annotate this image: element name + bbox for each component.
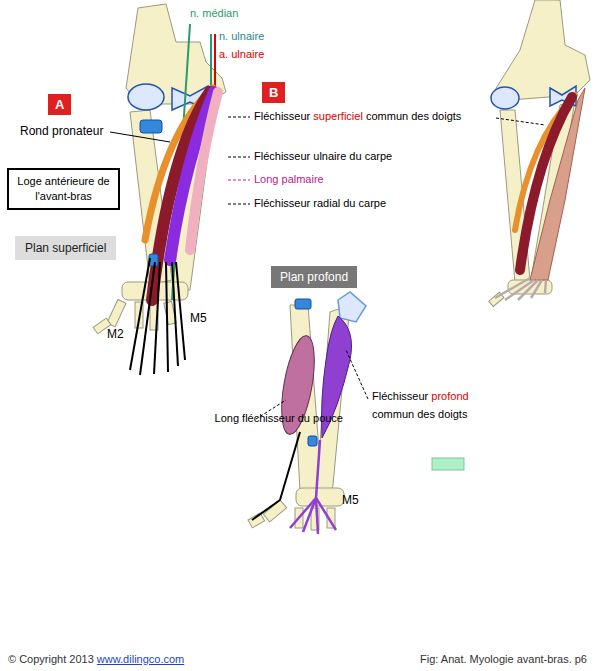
region-box: Loge antérieure de l'avant-bras: [7, 168, 120, 210]
plane-band: Plan superficiel: [15, 236, 116, 260]
muscle-label: Fléchisseur: [372, 390, 428, 402]
muscle-label: Fléchisseur: [254, 110, 310, 122]
label-line: Fléchisseur radial du carpe: [254, 197, 386, 209]
nerve-label: n. ulnaire: [219, 30, 264, 42]
finger-label: M5: [190, 311, 207, 325]
nerve-label: n. médian: [190, 7, 238, 19]
url: www.dilingco.com: [97, 653, 184, 665]
muscle-label: profond: [431, 390, 468, 402]
node-text: Plan superficiel: [25, 241, 106, 255]
label-line: © Copyright 2013www.dilingco.com: [8, 653, 184, 665]
muscle-label: Long fléchisseur du pouce: [215, 412, 343, 424]
node-text: B: [269, 85, 278, 100]
label-line: M5: [190, 311, 207, 325]
finger-label: M5: [342, 493, 359, 507]
muscle-label: commun des doigts: [372, 408, 467, 420]
finger-label: M2: [107, 327, 124, 341]
label-line: Fléchisseur ulnaire du carpe: [254, 150, 392, 162]
section-tag: B: [262, 82, 285, 103]
muscle-label: Long palmaire: [254, 173, 324, 185]
caption-line: Fig: Anat. Myologie avant-bras. p6: [420, 653, 587, 665]
node-text: Plan profond: [280, 270, 348, 284]
label-line: Fléchisseurprofond: [372, 390, 469, 402]
muscle-label: Fléchisseur radial du carpe: [254, 197, 386, 209]
node-text: A: [55, 97, 64, 112]
muscle-label: Fléchisseur ulnaire du carpe: [254, 150, 392, 162]
label-line: M5: [342, 493, 359, 507]
muscle-label: Rond pronateur: [20, 124, 103, 138]
label-line: Long fléchisseur du pouce: [215, 412, 343, 424]
node-text: Loge antérieure de l'avant-bras: [14, 174, 113, 204]
label-line: a. ulnaire: [219, 48, 264, 60]
label-line: n. ulnaire: [219, 30, 264, 42]
label-line: Long palmaire: [254, 173, 324, 185]
label-line: Rond pronateur: [20, 124, 103, 138]
artery-label: a. ulnaire: [219, 48, 264, 60]
section-tag: A: [48, 94, 71, 115]
label-line: Fléchisseursuperficielcommun des doigts: [254, 110, 461, 122]
plane-box: Plan profond: [271, 266, 357, 288]
figure-caption: Fig: Anat. Myologie avant-bras. p6: [420, 653, 587, 665]
copyright: © Copyright 2013: [8, 653, 94, 665]
label-line: commun des doigts: [372, 408, 467, 420]
muscle-label: superficiel: [313, 110, 363, 122]
muscle-label: commun des doigts: [366, 110, 461, 122]
label-line: n. médian: [190, 7, 238, 19]
label-line: M2: [107, 327, 124, 341]
